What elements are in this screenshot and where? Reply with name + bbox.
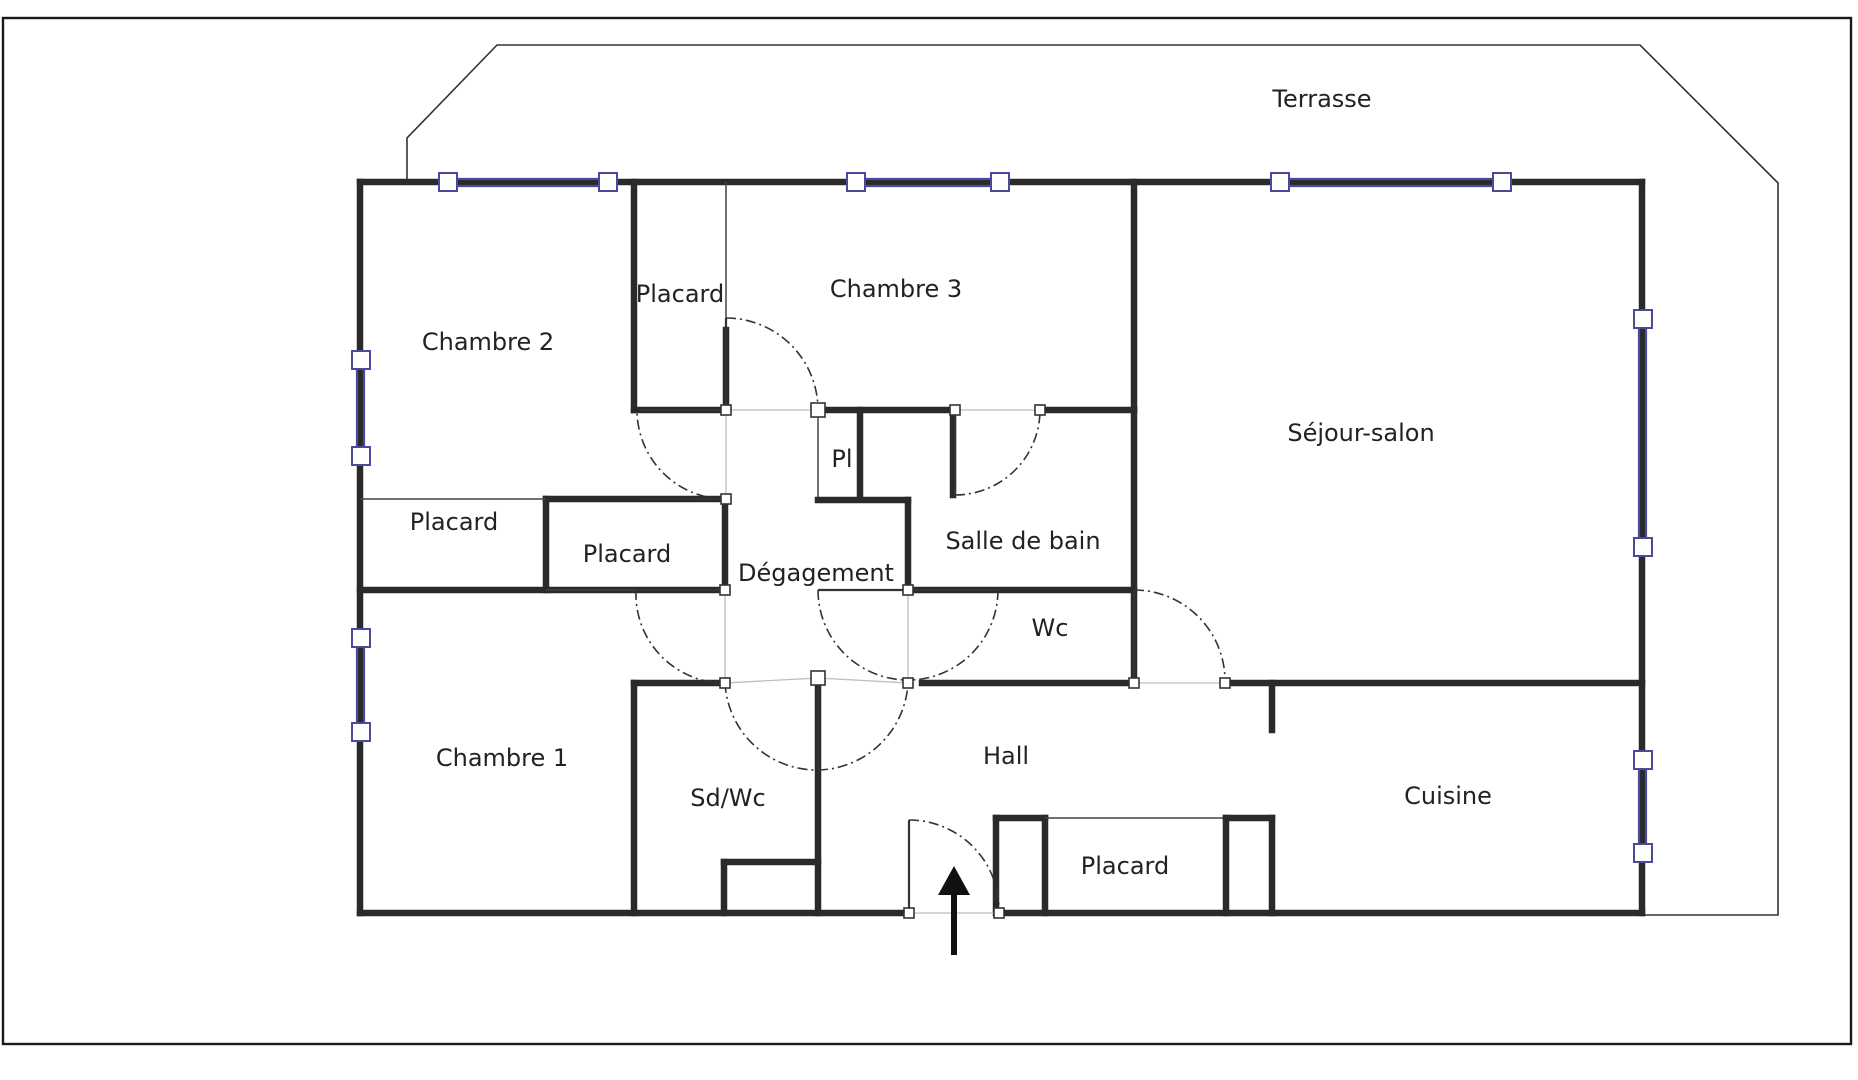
entrance-arrow-icon: [938, 866, 970, 955]
label-degagement: Dégagement: [738, 559, 894, 587]
label-salle-de-bain: Salle de bain: [945, 527, 1100, 555]
label-cuisine: Cuisine: [1404, 782, 1492, 810]
drawing-frame: [1, 16, 1853, 1046]
label-sd-wc: Sd/Wc: [690, 784, 765, 812]
label-wc: Wc: [1032, 614, 1069, 642]
label-chambre-2: Chambre 2: [422, 328, 554, 356]
label-placard-hall: Placard: [1081, 852, 1169, 880]
interior-walls: [356, 178, 1646, 917]
label-chambre-1: Chambre 1: [436, 744, 568, 772]
label-placard-chambre-3: Placard: [636, 280, 724, 308]
label-placard-chambre-2: Placard: [410, 508, 498, 536]
terrace-outline: [406, 44, 1779, 916]
junction-nodes: [719, 402, 1231, 919]
door-openings: [724, 409, 1225, 914]
doors: [635, 317, 1226, 914]
label-sejour-salon: Séjour-salon: [1287, 419, 1434, 447]
label-placard-degagement: Placard: [583, 540, 671, 568]
label-terrasse: Terrasse: [1271, 85, 1371, 113]
label-chambre-3: Chambre 3: [830, 275, 962, 303]
windows: [351, 172, 1653, 863]
label-hall: Hall: [983, 742, 1029, 770]
label-pl: Pl: [831, 445, 852, 473]
